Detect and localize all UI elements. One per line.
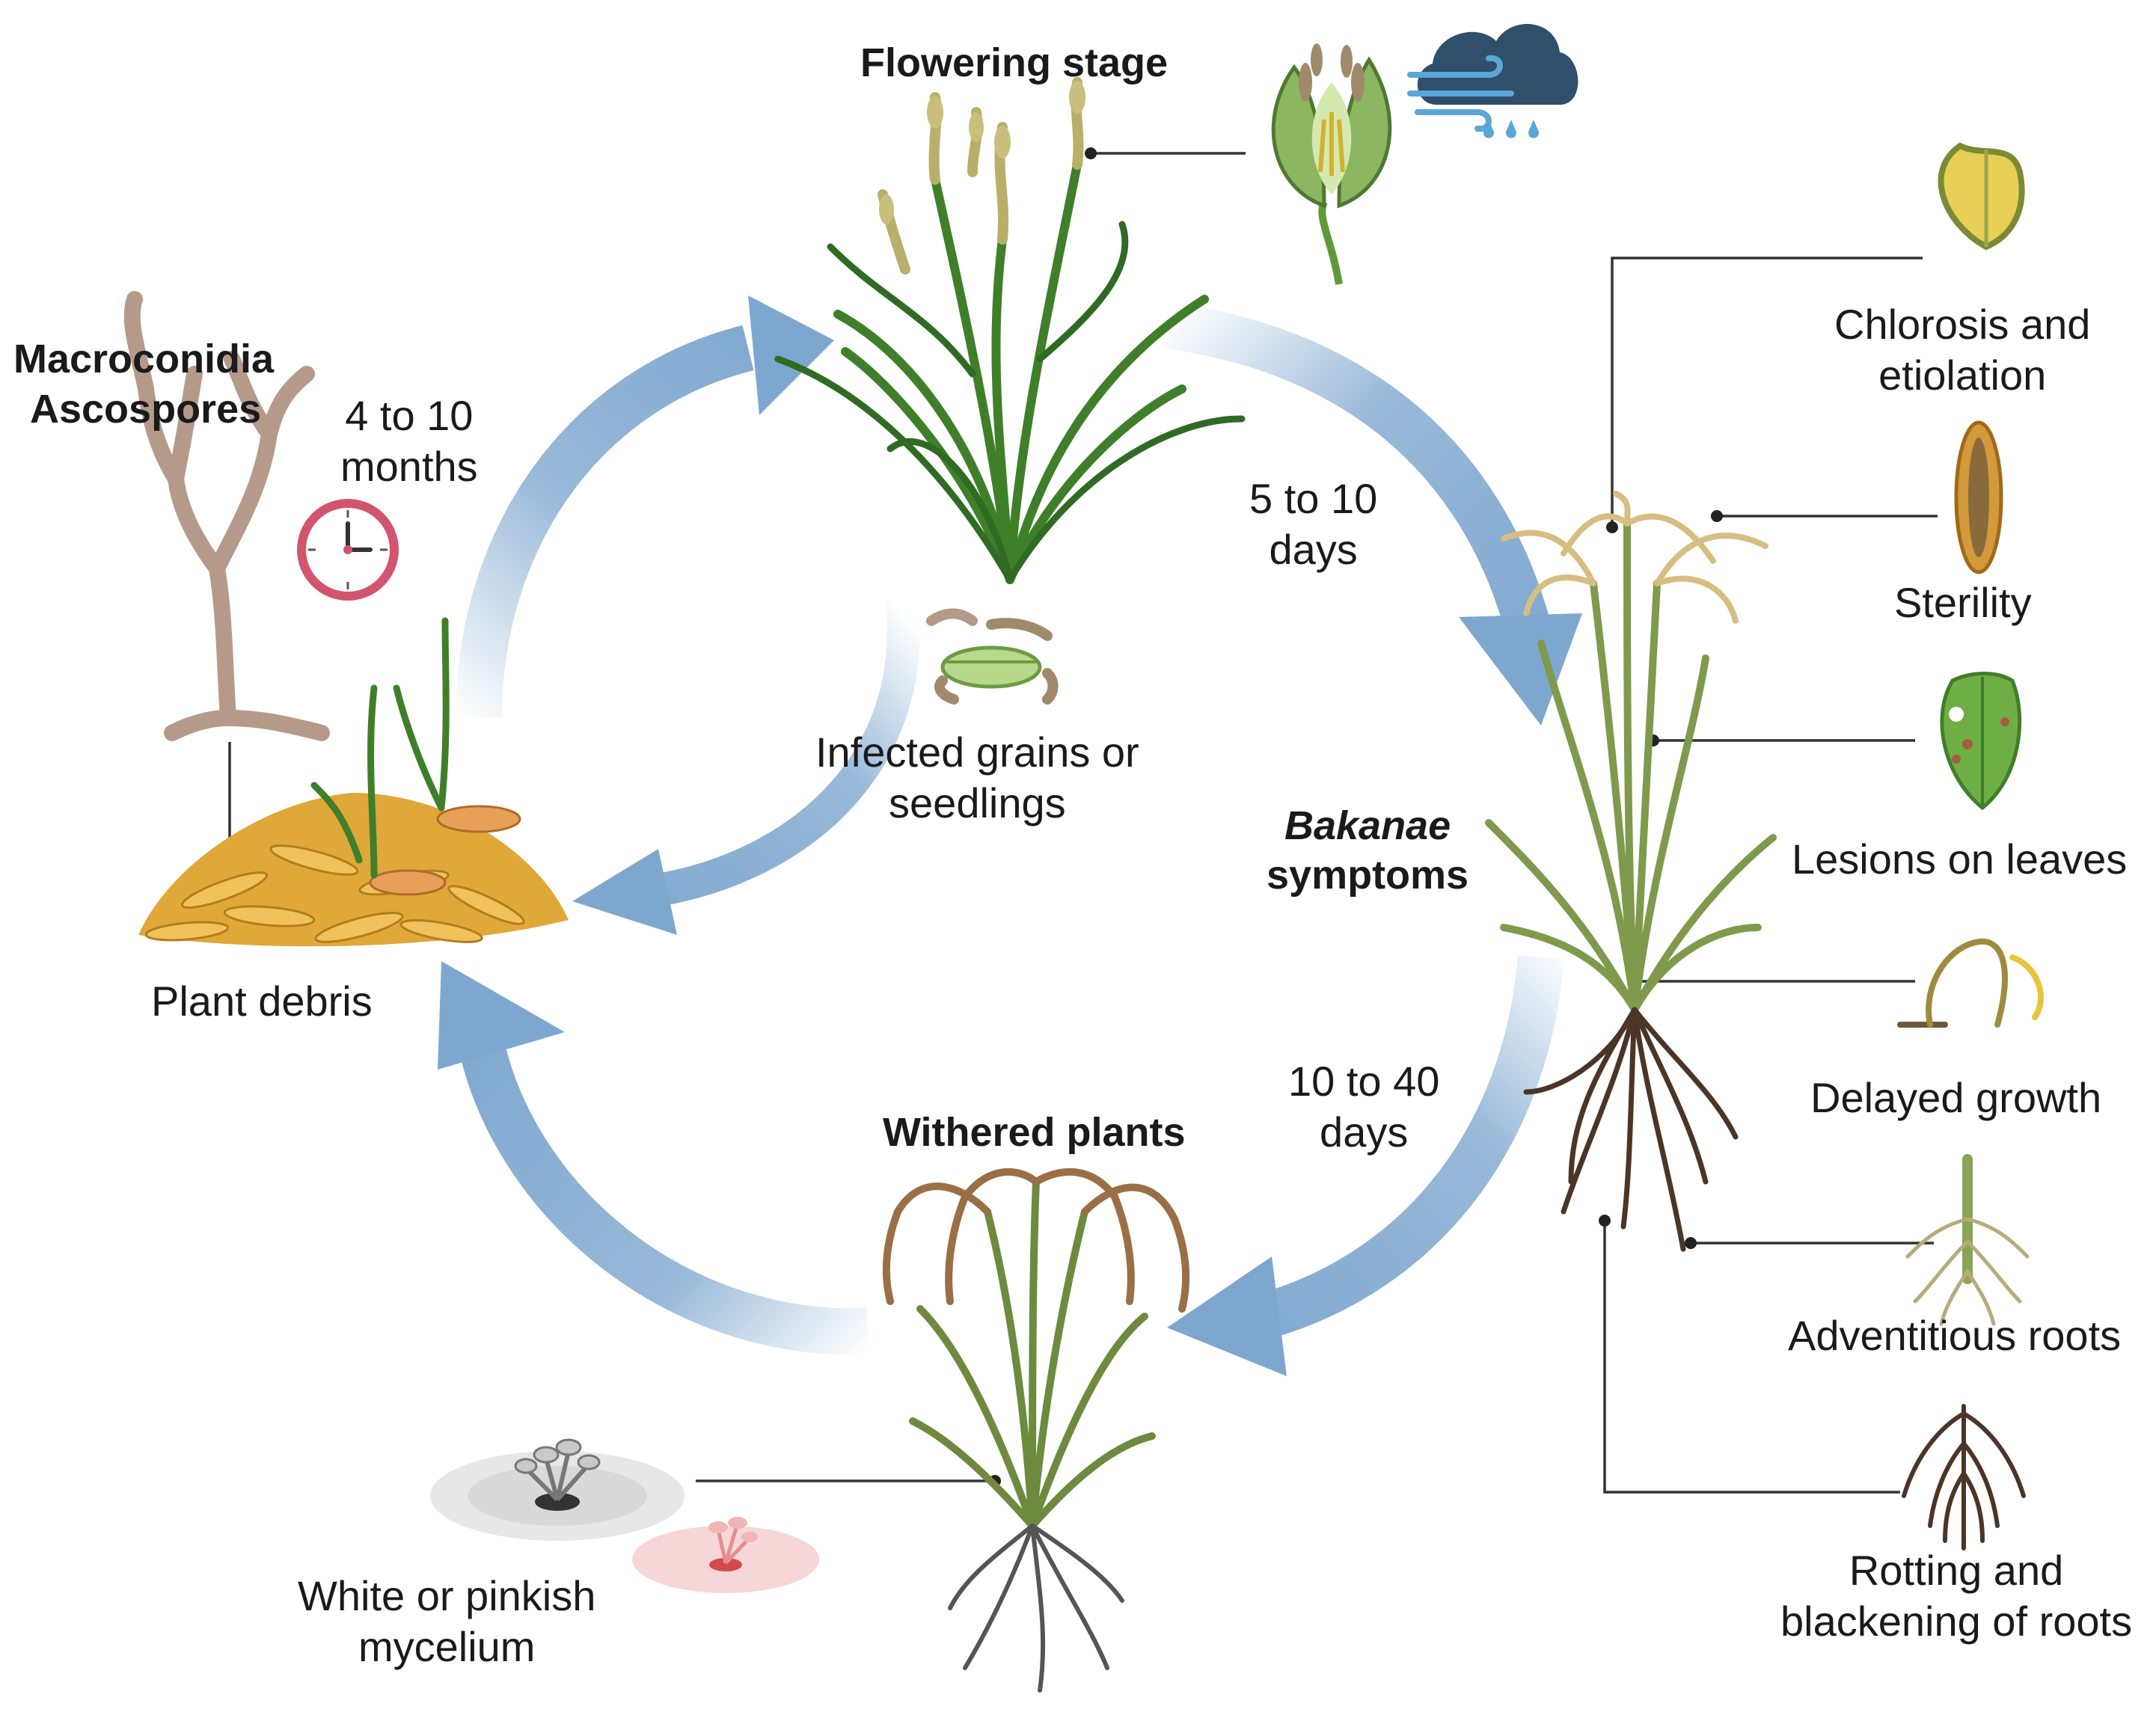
flowering-rice-plant-icon <box>774 77 1246 584</box>
label-ascospores: Ascospores <box>30 387 262 432</box>
label-rotting-line2: blackening of roots <box>1780 1598 2133 1645</box>
label-days-5-10: 5 to 10 days <box>1249 473 1377 576</box>
bakanae-rice-plant-icon <box>1485 491 1777 1252</box>
label-sterility: Sterility <box>1894 579 2032 626</box>
label-bakanae-symptoms: Bakanae symptoms <box>1267 802 1469 901</box>
label-months-line2: months <box>340 443 478 491</box>
label-flowering-stage: Flowering stage <box>860 40 1169 85</box>
label-months-line1: 4 to 10 <box>345 392 474 439</box>
label-chlorosis-line2: etiolation <box>1878 352 2047 399</box>
rotting-roots-icon <box>1902 1404 2026 1550</box>
label-days-10-40-line1: 10 to 40 <box>1288 1058 1440 1105</box>
label-delayed-growth: Delayed growth <box>1810 1074 2102 1121</box>
fungal-spores-icon <box>123 291 330 741</box>
label-chlorosis: Chlorosis and etiolation <box>1834 299 2090 402</box>
label-lesions: Lesions on leaves <box>1792 835 2128 883</box>
plant-debris-icon <box>138 617 569 947</box>
cycle-arrow-debris-to-flowering <box>456 295 834 719</box>
leader-chlorosis <box>1611 257 1923 527</box>
yellow-leaf-icon <box>1938 142 2025 251</box>
label-mycelium: White or pinkish mycelium <box>298 1571 595 1673</box>
label-days-10-40: 10 to 40 days <box>1288 1056 1439 1159</box>
adventitious-roots-icon <box>1905 1154 2030 1326</box>
withered-rice-plant-icon <box>882 1168 1190 1693</box>
cycle-arrow-flowering-to-bakanae <box>1163 302 1582 725</box>
clock-icon <box>297 499 399 601</box>
label-adventitious-roots: Adventitious roots <box>1788 1312 2122 1359</box>
label-bakanae-line1: Bakanae <box>1284 803 1451 848</box>
label-macroconidia: Macroconidia <box>13 337 275 381</box>
label-infected-line2: seedlings <box>889 779 1066 827</box>
lesion-leaf-icon <box>1940 672 2022 811</box>
infected-grains-icon <box>926 608 1059 705</box>
label-withered-plants: Withered plants <box>883 1110 1186 1155</box>
label-rotting-line1: Rotting and <box>1849 1547 2064 1594</box>
cycle-arrow-bakanae-to-withered <box>1167 955 1564 1376</box>
label-rotting-roots: Rotting and blackening of roots <box>1780 1545 2132 1648</box>
flower-cross-section-icon <box>1271 43 1392 285</box>
label-days-5-10-line1: 5 to 10 <box>1249 475 1378 522</box>
label-mycelium-line1: White or pinkish <box>298 1572 596 1619</box>
cycle-arrow-infected-to-debris <box>572 596 920 935</box>
label-mycelium-line2: mycelium <box>358 1623 536 1671</box>
cycle-arrow-withered-to-debris <box>438 961 869 1355</box>
label-plant-debris: Plant debris <box>151 978 373 1025</box>
label-days-5-10-line2: days <box>1269 526 1358 574</box>
leader-lines <box>228 152 1938 1494</box>
label-chlorosis-line1: Chlorosis and <box>1834 301 2091 348</box>
label-bakanae-line2: symptoms <box>1267 852 1469 898</box>
mycelium-icon <box>430 1438 819 1593</box>
grain-icon <box>1954 420 2003 574</box>
label-days-10-40-line2: days <box>1320 1108 1409 1156</box>
leader-rotting <box>1603 1221 1900 1494</box>
label-infected-line1: Infected grains or <box>815 728 1139 776</box>
label-infected-grains: Infected grains or seedlings <box>815 727 1139 829</box>
storm-cloud-icon <box>1407 24 1578 138</box>
stunted-seedling-icon <box>1897 938 2045 1028</box>
label-months: 4 to 10 months <box>340 390 478 493</box>
